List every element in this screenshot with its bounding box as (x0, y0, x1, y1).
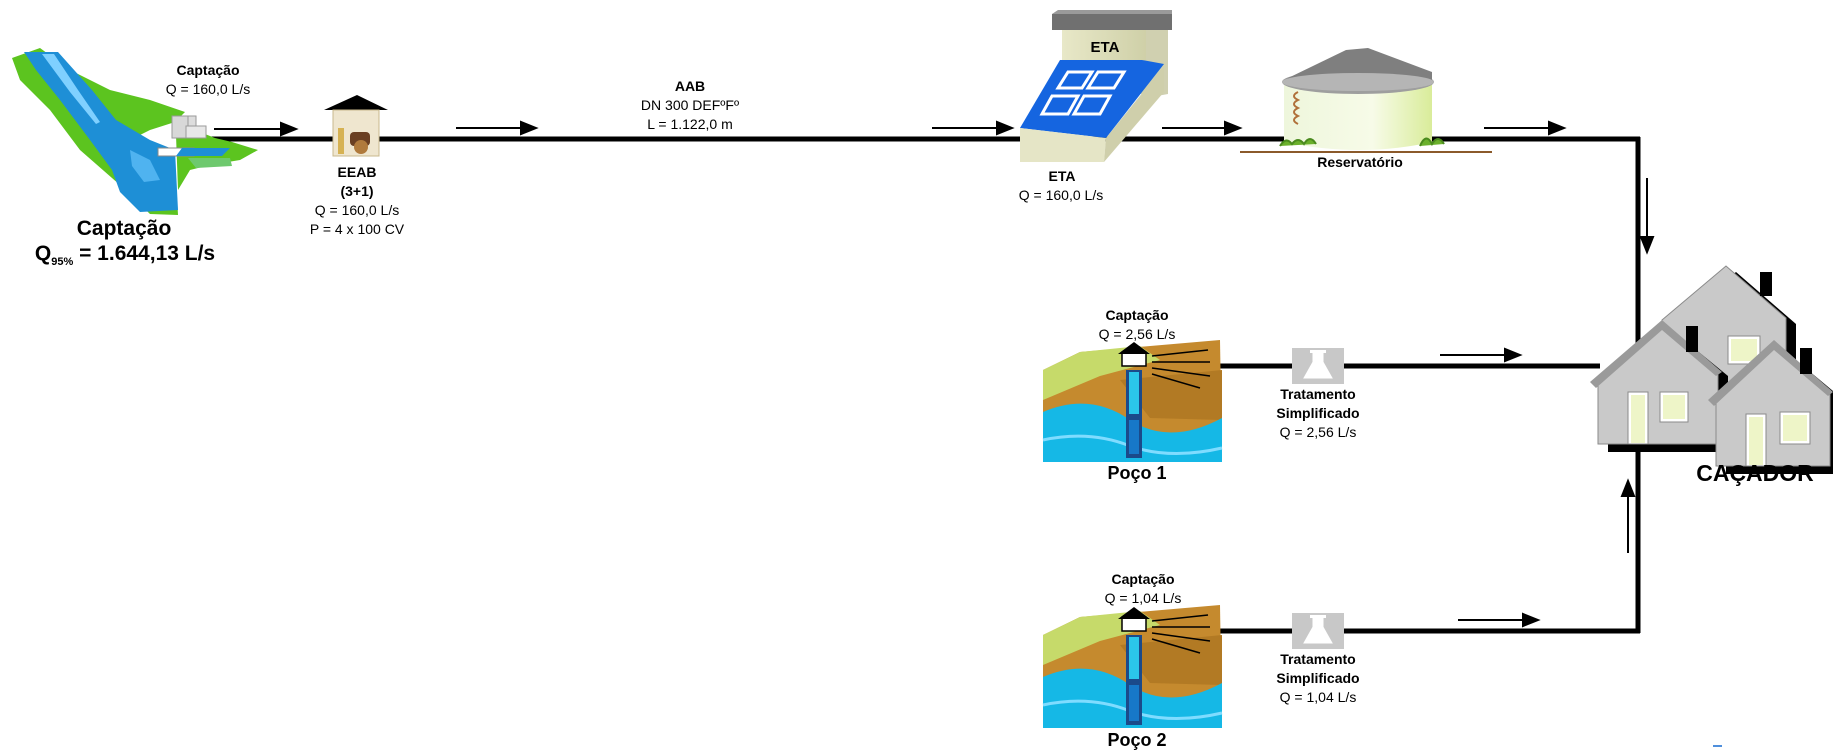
flow-arrow-right-1 (214, 121, 299, 137)
eta-flow: Q = 160,0 L/s (1018, 187, 1104, 203)
flow-arrows (214, 120, 1655, 628)
river-intake-illustration (12, 48, 258, 215)
well1-intake-label: Captação (1105, 307, 1169, 323)
eeab-flow: Q = 160,0 L/s (314, 202, 400, 218)
flow-arrow-right-5 (1484, 120, 1567, 136)
well2-treatment-flow: Q = 1,04 L/s (1279, 689, 1357, 705)
aab-length: L = 1.122,0 m (647, 116, 733, 132)
flow-arrow-up (1620, 478, 1636, 553)
well2-intake-label: Captação (1111, 571, 1175, 587)
city-houses-illustration (1590, 265, 1833, 474)
flow-arrow-right-well2 (1458, 612, 1541, 628)
river-intake-label: Captação (176, 62, 240, 78)
eeab-pump-house-illustration (324, 95, 388, 157)
house-front-right (1708, 340, 1833, 474)
river-q95-value: Q95% = 1.644,13 L/s (34, 242, 216, 268)
well1-illustration (1042, 340, 1223, 462)
river-source-title: Captação (76, 217, 172, 240)
house-front-left (1590, 320, 1728, 452)
aab-title: AAB (674, 78, 706, 94)
well1-name: Poço 1 (1107, 463, 1167, 483)
well1-intake-flow: Q = 2,56 L/s (1098, 326, 1176, 342)
flow-arrow-right-2 (456, 120, 539, 136)
well1-treatment-line1: Tratamento (1280, 386, 1356, 402)
well1-treatment-flow: Q = 2,56 L/s (1279, 424, 1357, 440)
well1-treatment-line2: Simplificado (1276, 405, 1360, 421)
flow-arrow-right-4 (1162, 120, 1243, 136)
well2-treatment-line2: Simplificado (1276, 670, 1360, 686)
river-intake-flow: Q = 160,0 L/s (165, 81, 251, 97)
flow-arrow-down (1639, 178, 1655, 255)
well2-treatment-line1: Tratamento (1280, 651, 1356, 667)
flow-arrow-right-well1 (1440, 347, 1523, 363)
aab-diameter: DN 300 DEFºFº (640, 97, 740, 113)
well2-illustration (1042, 605, 1223, 728)
reservoir-illustration (1240, 48, 1492, 153)
eeab-power: P = 4 x 100 CV (309, 221, 405, 237)
eeab-pumps: (3+1) (340, 183, 374, 199)
well2-intake-flow: Q = 1,04 L/s (1104, 590, 1182, 606)
eta-treatment-illustration (1020, 10, 1172, 162)
flow-arrow-right-3 (932, 120, 1015, 136)
flask-icon-well2 (1292, 613, 1344, 649)
eeab-title: EEAB (337, 164, 377, 180)
city-name: CAÇADOR (1696, 460, 1814, 486)
reservoir-title: Reservatório (1317, 154, 1403, 170)
flask-icon-well1 (1292, 348, 1344, 384)
well2-name: Poço 2 (1107, 730, 1167, 750)
eta-building-sign: ETA (1090, 39, 1120, 56)
eta-title: ETA (1048, 168, 1076, 184)
